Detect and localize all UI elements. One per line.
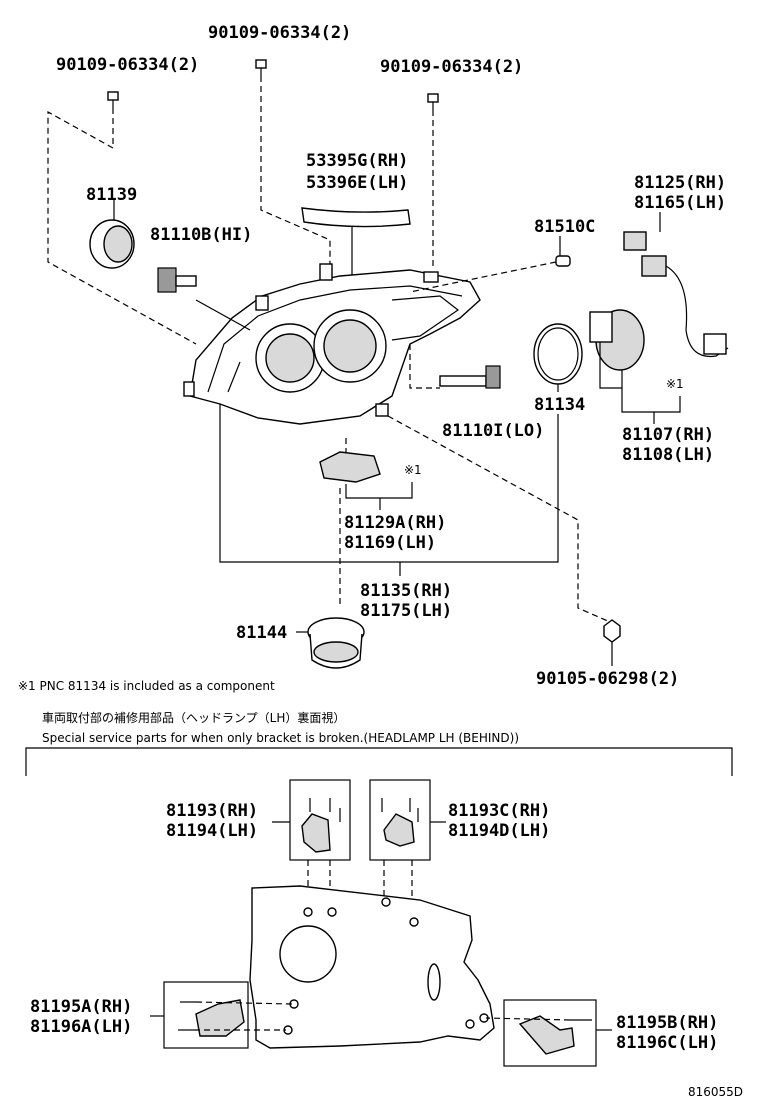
label-p6: 81139 [86, 185, 137, 205]
hi-bulb [157, 267, 251, 331]
gasket-ring [533, 323, 583, 392]
bracket-81193-box [272, 779, 351, 861]
small-bulb [409, 236, 571, 293]
label-p9: 81125(RH) [634, 173, 726, 193]
label-p11: 81134 [534, 395, 585, 415]
label-p15: 81108(LH) [622, 445, 714, 465]
label-p29: 81195B(RH) [616, 1013, 718, 1033]
label-p14: 81107(RH) [622, 425, 714, 445]
assembly-bracket [219, 404, 559, 576]
label-p30: 81196C(LH) [616, 1033, 718, 1053]
ballast-unit [589, 309, 681, 424]
label-p5: 53396E(LH) [306, 173, 408, 193]
en-section-title: Special service parts for when only brac… [42, 731, 519, 745]
label-p17: 81129A(RH) [344, 513, 446, 533]
footnote: ※1 PNC 81134 is included as a component [18, 679, 275, 693]
label-p8: 81510C [534, 217, 595, 237]
label-p21: 81144 [236, 623, 287, 643]
headlamp-assembly [183, 263, 481, 425]
label-p3: 90109-06334(2) [380, 57, 523, 77]
bolt-icon [427, 93, 439, 116]
label-p18: 81169(LH) [344, 533, 436, 553]
label-p12: 81110I(LO) [442, 421, 544, 441]
label-p22: 90105-06298(2) [536, 669, 679, 689]
diagram-id: 816055D [688, 1085, 743, 1099]
label-p27: 81195A(RH) [30, 997, 132, 1017]
bracket-81193c-box [369, 779, 446, 861]
label-p7: 81110B(HI) [150, 225, 252, 245]
bolt-icon [255, 59, 267, 82]
label-p26: 81194D(LH) [448, 821, 550, 841]
label-p20: 81175(LH) [360, 601, 452, 621]
socket-cap [89, 200, 135, 269]
label-p1: 90109-06334(2) [208, 23, 351, 43]
label-p13: ※1 [666, 377, 684, 391]
socket-cap-lower [296, 617, 365, 669]
bolt-icon [603, 619, 621, 666]
bolt-icon [107, 91, 119, 114]
jp-section-title: 車両取付部の補修用部品（ヘッドランプ（LH）裏面視） [42, 710, 345, 725]
label-p25: 81193C(RH) [448, 801, 550, 821]
bracket-81195b-box [485, 999, 612, 1067]
label-p10: 81165(LH) [634, 193, 726, 213]
label-p28: 81196A(LH) [30, 1017, 132, 1037]
lo-bulb [409, 344, 501, 389]
headlamp-rear-panel [249, 885, 495, 1049]
label-p4: 53395G(RH) [306, 151, 408, 171]
igniter-unit [319, 438, 413, 510]
bracket-81195a-box [150, 981, 293, 1049]
label-p23: 81193(RH) [166, 801, 258, 821]
label-p16: ※1 [404, 463, 422, 477]
label-p19: 81135(RH) [360, 581, 452, 601]
label-p24: 81194(LH) [166, 821, 258, 841]
socket-harness [623, 212, 729, 358]
label-p2: 90109-06334(2) [56, 55, 199, 75]
